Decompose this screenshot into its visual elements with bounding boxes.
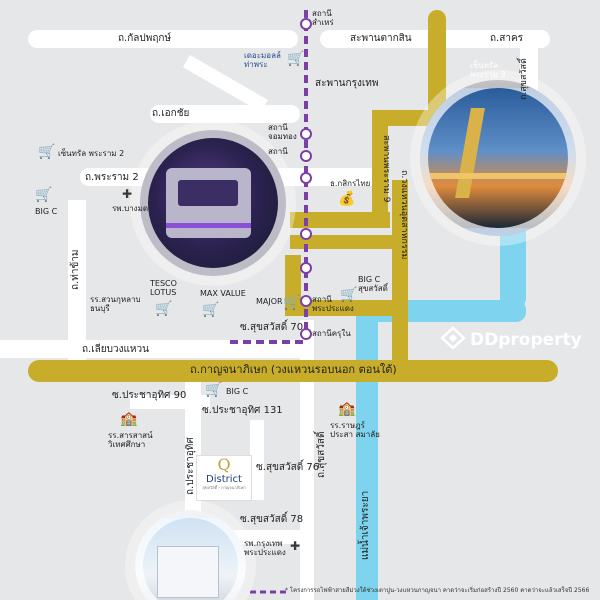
highway-loop-bottom xyxy=(285,300,395,316)
label-hospital-bangmod: รพ.บางมด xyxy=(112,204,149,213)
money-bag-icon: 💰 xyxy=(338,191,356,207)
label-phra-ram-9-bridge: สะพานพระราม 9 xyxy=(381,135,391,203)
label-station-partial: สถานี xyxy=(268,147,288,156)
road-kanlapaphruek xyxy=(28,30,298,48)
label-school-suankularb: รร.สวนกุหลาบ ธนบุรี xyxy=(90,295,141,313)
label-pracha-uthit: ถ.ประชาอุทิศ xyxy=(185,437,196,495)
shopping-cart-icon: 🛒 xyxy=(38,144,56,160)
road-suk-sawat-76 xyxy=(250,420,264,500)
label-major: MAJOR xyxy=(256,297,283,306)
label-school-ratprasa: รร.ราษฎร์ประสา สมาลัย xyxy=(330,421,380,439)
shopping-cart-icon: 🛒 xyxy=(155,301,173,317)
road-liap-wongwaen xyxy=(0,340,300,358)
highway-link-a xyxy=(372,110,442,126)
station-samrae-marker xyxy=(300,18,312,30)
label-tesco-lotus: TESCO LOTUS xyxy=(150,279,177,297)
shopping-cart-icon: 🛒 xyxy=(35,187,53,203)
highway-ring-industrial xyxy=(392,180,408,370)
train-window xyxy=(178,180,238,206)
highway-taksin-vertical xyxy=(428,10,446,130)
label-tha-kham: ถ.ท่าข้าม xyxy=(70,249,81,290)
label-station-chom-thong: สถานี จอมทอง xyxy=(268,123,297,141)
train-stripe xyxy=(166,223,251,228)
station-marker-2 xyxy=(300,128,312,140)
label-suk-sawat-78: ซ.สุขสวัสดิ์ 78 xyxy=(240,514,304,525)
shopping-cart-icon: 🛒 xyxy=(202,302,220,318)
school-icon: 🏫 xyxy=(120,411,138,427)
shopping-cart-icon: 🛒 xyxy=(287,51,305,67)
label-pracha-uthit-131: ซ.ประชาอุทิศ 131 xyxy=(202,405,283,416)
cross-icon: ✚ xyxy=(290,539,301,553)
station-marker-6 xyxy=(300,262,312,274)
label-station-phra-pradaeng: สถานี พระประแดง xyxy=(312,295,354,313)
label-ring-road-industrial: ถ.วงแหวนอุตสาหกรรม xyxy=(399,170,409,260)
label-mall-thapra: เดอะมอลล์ ท่าพระ xyxy=(244,51,281,69)
label-chao-phraya: แม่น้ำเจ้าพระยา xyxy=(360,490,371,560)
label-kanchanaphisek: ถ.กาญจนาภิเษก (วงแหวนรอบนอก ตอนใต้) xyxy=(190,363,397,376)
label-hospital-bangkok: รพ.กรุงเทพ พระประแดง xyxy=(244,539,286,557)
label-suk-sawat-70: ซ.สุขสวัสดิ์ 70 xyxy=(240,322,304,333)
label-school-sarasas: รร.สารสาสน์ วิเทศศึกษา xyxy=(108,431,153,449)
station-phra-pradaeng-marker xyxy=(300,295,312,307)
station-kru-nai-marker xyxy=(300,328,312,340)
q-district-logo: Q District สุขสวัสดิ์ - กาญจนาภิเษก xyxy=(196,455,252,501)
road-pracha-uthit-90 xyxy=(130,395,210,409)
highway-link-b xyxy=(290,212,390,228)
label-phra-ram-2: ถ.พระราม 2 xyxy=(85,172,139,183)
bhumibol-bridge-photo xyxy=(420,80,576,236)
label-ekkachai: ถ.เอกชัย xyxy=(152,108,190,119)
road-tha-kham xyxy=(68,200,86,370)
shopping-cart-icon: 🛒 xyxy=(205,382,223,398)
bridge-tower xyxy=(455,108,485,198)
highway-rama9-bridge xyxy=(372,110,388,220)
label-central-rama2: เซ็นทรัล พระราม 2 xyxy=(58,149,125,158)
label-max-value: MAX VALUE xyxy=(200,289,246,298)
q-letter: Q xyxy=(217,455,231,474)
highway-link-c xyxy=(290,235,400,249)
label-sakhon: ถ.สาคร xyxy=(490,33,524,44)
station-chom-thong-marker xyxy=(300,150,312,162)
label-pracha-uthit-90: ซ.ประชาอุทิศ 90 xyxy=(112,390,187,401)
label-taksin-bridge: สะพานตากสิน xyxy=(350,33,412,44)
label-central-rama3: เซ็นทรัล พระราม 3 xyxy=(470,61,506,79)
hospital-building xyxy=(157,546,219,598)
bridge-deck xyxy=(428,173,568,179)
shopping-cart-icon: 🛒 xyxy=(283,295,301,311)
label-station-samrae: สถานี สำเหร่ xyxy=(312,9,334,27)
label-liap-wongwaen: ถ.เลียบวงแหวน xyxy=(82,344,149,355)
label-bigc-1: BIG C xyxy=(35,207,58,216)
ddproperty-logo-icon xyxy=(440,326,466,350)
label-kanlapaphruek: ถ.กัลปพฤกษ์ xyxy=(118,33,172,44)
road-ekkachai xyxy=(150,105,300,123)
highway-kanchanaphisek xyxy=(28,360,558,382)
label-station-kru-nai: สถานีครุใน xyxy=(312,329,351,338)
q-district-sub: สุขสวัสดิ์ - กาญจนาภิเษก xyxy=(202,485,246,490)
cross-icon: ✚ xyxy=(122,187,133,201)
label-suk-sawat-76-a: ซ.สุขสวัสดิ์ 76 xyxy=(256,462,320,473)
label-kasikorn: ธ.กสิกรไทย xyxy=(330,179,371,188)
watermark-ddproperty: DDproperty xyxy=(470,330,582,350)
label-krungthep-bridge: สะพานกรุงเทพ xyxy=(315,78,379,89)
footnote: * โครงการรถไฟฟ้าสายสีม่วงใต้ช่วงเตาปูน-ว… xyxy=(285,587,590,594)
q-district-name: District xyxy=(206,474,242,485)
hospital-photo xyxy=(135,510,246,600)
station-marker-5 xyxy=(300,228,312,240)
label-bigc-2: BIG C xyxy=(226,387,249,396)
station-marker-4 xyxy=(300,172,312,184)
metro-train-photo xyxy=(140,130,286,276)
school-icon: 🏫 xyxy=(338,401,356,417)
label-bigc-suksawat: BIG C สุขสวัสดิ์ xyxy=(358,275,388,293)
label-suk-sawat-right: ถ.สุขสวัสดิ์ xyxy=(519,58,529,100)
shopping-cart-icon: 🛒 xyxy=(340,287,358,303)
